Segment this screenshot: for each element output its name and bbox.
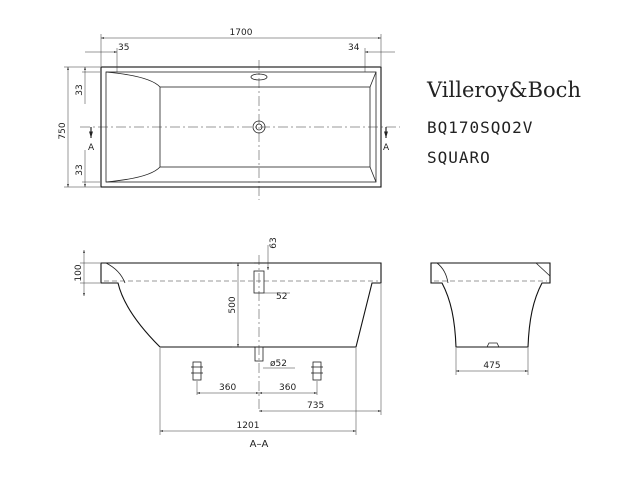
dim-width: 750 bbox=[58, 122, 68, 139]
corner-line-tr bbox=[369, 71, 377, 88]
section-mark-left: A bbox=[88, 143, 95, 153]
brand-logo: Villeroy&Boch bbox=[426, 78, 581, 102]
model-code: BQ170SQO2V bbox=[427, 118, 533, 137]
dim-side-bottom: 33 bbox=[75, 164, 85, 175]
dim-end-right: 34 bbox=[348, 43, 360, 53]
drain-outer-icon bbox=[252, 120, 266, 134]
tub-end-outline bbox=[430, 262, 551, 348]
dim-drain-offset: 735 bbox=[307, 401, 324, 411]
dim-waste-diameter: ø52 bbox=[270, 359, 287, 369]
section-label: A–A bbox=[250, 439, 269, 450]
overflow-pipe-icon bbox=[253, 270, 265, 294]
dim-length: 1700 bbox=[230, 28, 253, 38]
top-view: 1700 35 34 750 33 33 A A bbox=[58, 28, 400, 200]
waste-pipe-icon bbox=[254, 346, 264, 362]
dim-drain-size: 52 bbox=[276, 292, 287, 302]
dim-end-base-width: 475 bbox=[483, 361, 500, 371]
tub-section-outline bbox=[100, 262, 382, 348]
overflow-icon bbox=[250, 73, 268, 81]
model-name: SQUARO bbox=[427, 148, 491, 167]
dim-foot-right: 360 bbox=[279, 383, 296, 393]
end-corner-line bbox=[535, 262, 551, 277]
dim-side-top: 33 bbox=[75, 84, 85, 95]
dim-drain-height: 63 bbox=[269, 237, 279, 248]
corner-line-br bbox=[369, 166, 377, 183]
basin-curve-top bbox=[105, 71, 161, 88]
dim-foot-left: 360 bbox=[219, 383, 236, 393]
end-inner-curve-left bbox=[436, 262, 449, 284]
dim-base-length: 1201 bbox=[237, 421, 260, 431]
end-drain-icon bbox=[486, 342, 500, 348]
dim-end-left: 35 bbox=[118, 43, 129, 53]
section-mark-right: A bbox=[383, 143, 390, 153]
adjustable-foot-left-icon bbox=[191, 361, 203, 381]
basin-curve-bottom bbox=[105, 166, 161, 183]
dim-depth: 500 bbox=[228, 296, 238, 313]
section-view: 100 500 63 52 ø52 360 360 735 1201 A–A bbox=[74, 237, 382, 450]
drain-inner-icon bbox=[255, 123, 263, 131]
end-view: 475 bbox=[430, 262, 551, 375]
dim-rim-height: 100 bbox=[74, 264, 84, 281]
adjustable-foot-right-icon bbox=[311, 361, 323, 381]
inner-wall-curve bbox=[105, 262, 126, 284]
